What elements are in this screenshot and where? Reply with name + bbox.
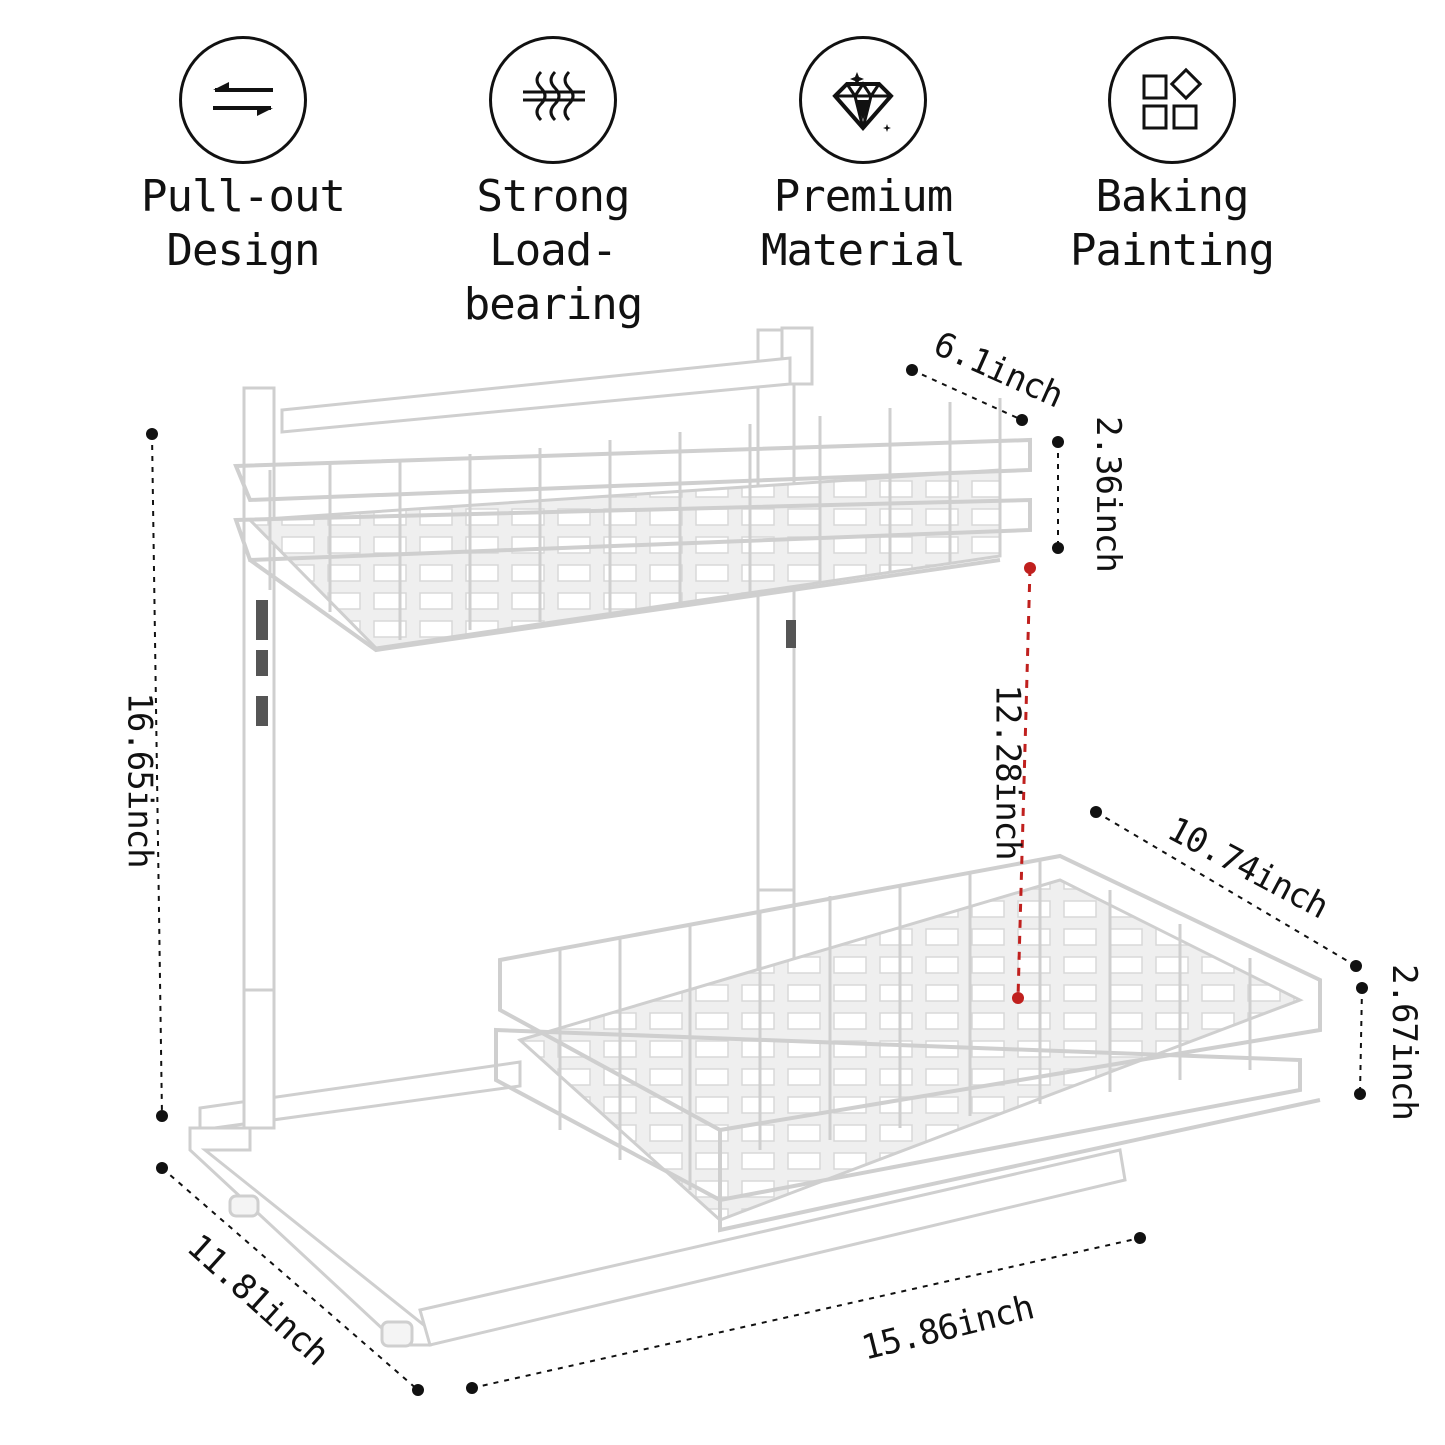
shelf-gap-line bbox=[1016, 567, 1032, 999]
squares-diamond-icon bbox=[1108, 36, 1236, 164]
diamond-icon bbox=[799, 36, 927, 164]
dim-bottom-basket-height: 2.67inch bbox=[1383, 964, 1424, 1120]
bottom-basket bbox=[494, 853, 1322, 1233]
base-depth-line bbox=[161, 1167, 419, 1391]
dimension-lines bbox=[151, 369, 1363, 1391]
load-waves-icon bbox=[489, 36, 617, 164]
right-upright bbox=[756, 326, 814, 972]
dim-total-height: 16.65inch bbox=[119, 692, 160, 868]
base-width-line bbox=[471, 1237, 1141, 1389]
top-depth-line bbox=[911, 369, 1023, 421]
base-frame bbox=[188, 1060, 1127, 1348]
pull-out-arrows-icon bbox=[179, 36, 307, 164]
total-height-line bbox=[151, 433, 163, 1117]
dim-shelf-gap: 12.28inch bbox=[987, 684, 1028, 860]
dim-top-basket-height: 2.36inch bbox=[1087, 416, 1128, 572]
top-basket bbox=[233, 398, 1032, 653]
bottom-height-line bbox=[1359, 987, 1363, 1095]
top-rail bbox=[280, 356, 792, 434]
